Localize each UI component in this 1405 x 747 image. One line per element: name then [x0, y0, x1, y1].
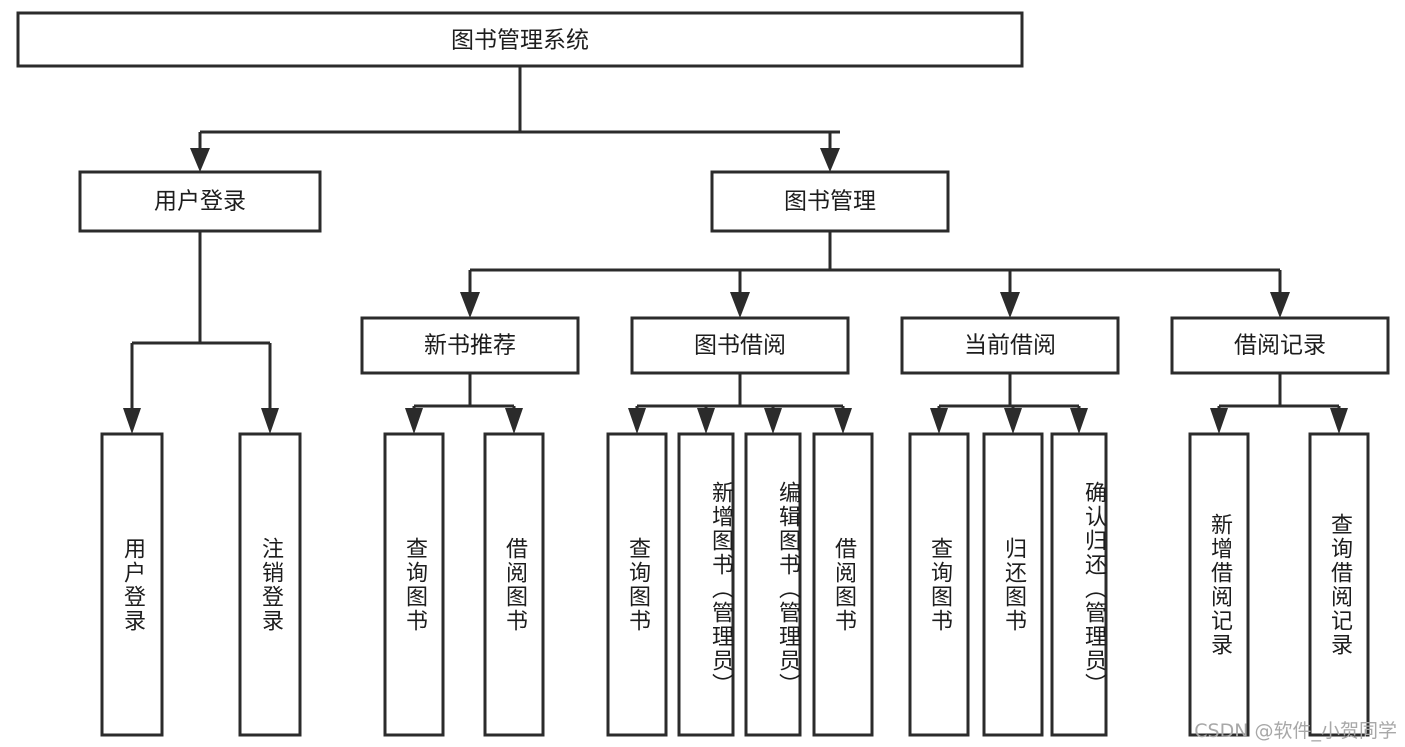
node-leaf-query-record-rect[interactable]	[1308, 432, 1370, 737]
node-leaf-query-book-borrow-rect[interactable]	[606, 432, 668, 737]
node-borrow-record-rect[interactable]	[1170, 316, 1390, 375]
node-leaf-add-book-rect[interactable]	[677, 432, 735, 737]
node-book-manage-rect[interactable]	[710, 170, 950, 233]
arrow-head-leaf-query-record	[1330, 408, 1348, 434]
node-book-borrow-rect[interactable]	[630, 316, 850, 375]
node-root-label: 图书管理系统	[451, 28, 589, 54]
arrow-head-leaf-borrow-book	[834, 408, 852, 434]
node-user-login[interactable]: 用户登录	[78, 170, 322, 233]
arrow-head-leaf-query-book-borrow	[628, 408, 646, 434]
node-book-borrow[interactable]: 图书借阅	[630, 316, 850, 375]
node-leaf-user-login-rect[interactable]	[100, 432, 164, 737]
connector-user-login-to-leaves	[123, 231, 279, 434]
arrow-head-leaf-borrow-book-rec	[505, 408, 523, 434]
arrow-head-book-manage	[820, 148, 840, 172]
arrow-head-new-book-rec	[460, 292, 480, 318]
arrow-head-current-borrow	[1000, 292, 1020, 318]
node-root[interactable]: 图书管理系统	[16, 11, 1024, 68]
arrow-head-borrow-record	[1270, 292, 1290, 318]
node-book-manage[interactable]: 图书管理	[710, 170, 950, 233]
node-leaf-borrow-book-rec-rect[interactable]	[483, 432, 545, 737]
arrow-head-leaf-confirm-return	[1070, 408, 1088, 434]
arrow-head-leaf-query-book-current	[930, 408, 948, 434]
node-leaf-confirm-return-rect[interactable]	[1050, 432, 1108, 737]
arrow-head-leaf-user-login	[123, 408, 141, 434]
arrow-head-book-borrow	[730, 292, 750, 318]
node-book-borrow-label: 图书借阅	[694, 333, 786, 359]
node-leaf-add-record-rect[interactable]	[1188, 432, 1250, 737]
connector-borrow-record-to-leaves	[1210, 373, 1348, 434]
csdn-watermark: CSDN @软件_小贺同学	[1194, 720, 1397, 742]
node-current-borrow[interactable]: 当前借阅	[900, 316, 1120, 375]
node-new-book-rec[interactable]: 新书推荐	[360, 316, 580, 375]
arrow-head-leaf-add-record	[1210, 408, 1228, 434]
node-book-manage-label: 图书管理	[784, 189, 876, 215]
node-current-borrow-label: 当前借阅	[964, 333, 1056, 359]
connector-book-borrow-to-leaves	[628, 373, 852, 434]
node-leaf-return-book-rect[interactable]	[982, 432, 1044, 737]
connector-new-book-rec-to-leaves	[405, 373, 523, 434]
arrow-head-leaf-add-book	[697, 408, 715, 434]
node-leaf-query-book-rec-rect[interactable]	[383, 432, 445, 737]
connector-current-borrow-to-leaves	[930, 373, 1088, 434]
node-leaf-query-book-current-rect[interactable]	[908, 432, 970, 737]
arrow-head-leaf-user-logout	[261, 408, 279, 434]
node-root-rect[interactable]	[16, 11, 1024, 68]
connector-root-to-level1	[190, 66, 840, 172]
node-leaf-borrow-book-rect[interactable]	[812, 432, 874, 737]
arrow-head-leaf-edit-book	[764, 408, 782, 434]
node-leaf-edit-book-rect[interactable]	[744, 432, 802, 737]
node-user-login-label: 用户登录	[154, 189, 246, 215]
node-new-book-rec-label: 新书推荐	[424, 333, 516, 359]
arrow-head-leaf-return-book	[1004, 408, 1022, 434]
arrow-head-user-login	[190, 148, 210, 172]
arrow-head-leaf-query-book-rec	[405, 408, 423, 434]
node-leaf-user-logout-rect[interactable]	[238, 432, 302, 737]
node-borrow-record[interactable]: 借阅记录	[1170, 316, 1390, 375]
node-user-login-rect[interactable]	[78, 170, 322, 233]
node-new-book-rec-rect[interactable]	[360, 316, 580, 375]
node-borrow-record-label: 借阅记录	[1234, 333, 1326, 359]
node-current-borrow-rect[interactable]	[900, 316, 1120, 375]
connector-book-manage-to-level2	[460, 231, 1290, 318]
